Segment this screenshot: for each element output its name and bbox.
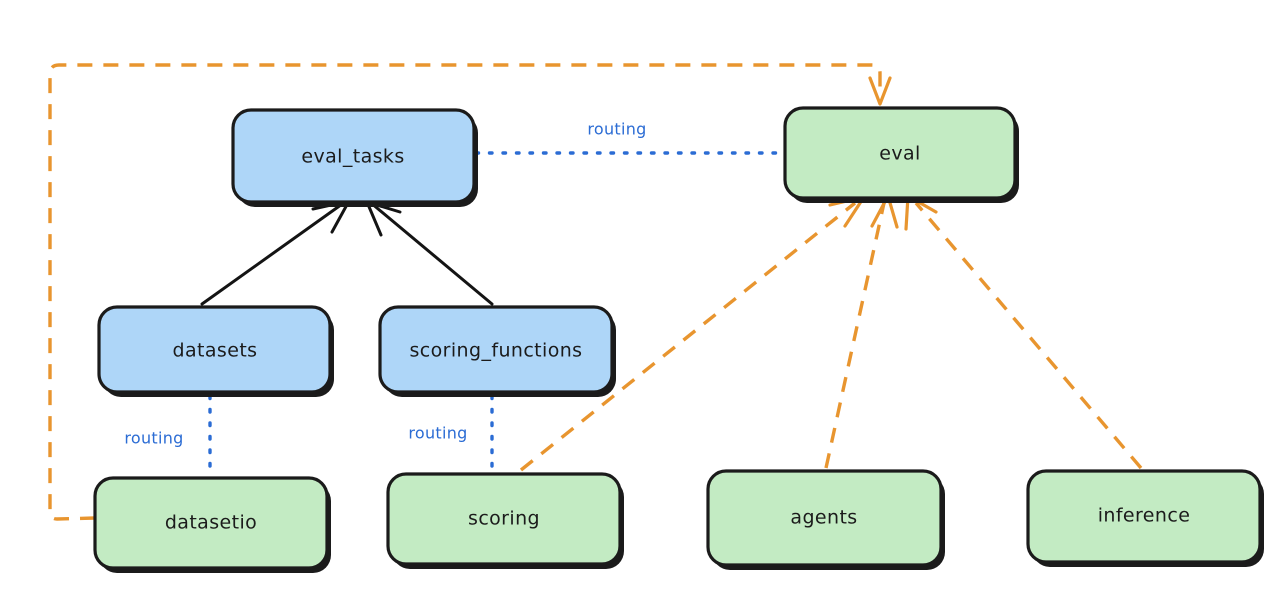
edge-datasetio-to-eval-path	[48, 63, 882, 521]
node-inference-label: inference	[1098, 505, 1191, 527]
node-agents-label: agents	[790, 507, 857, 529]
node-scoring-body	[386, 472, 622, 566]
edge-datasets-to-eval-tasks[interactable]	[200, 199, 351, 306]
node-inference-body	[1026, 469, 1262, 564]
node-eval-label: eval	[879, 143, 920, 165]
node-eval-tasks-label: eval_tasks	[301, 146, 404, 168]
node-scoring-functions-body	[378, 305, 614, 394]
edge-scoring-functions-to-eval-tasks[interactable]	[365, 200, 494, 306]
node-scoring-functions-label: scoring_functions	[410, 340, 583, 362]
node-layer: eval_tasks eval datasets scoring_functio…	[93, 106, 1264, 573]
edge-inference-to-eval[interactable]	[904, 194, 1143, 470]
edge-datasetio-to-eval-arrowhead	[868, 76, 892, 106]
node-datasetio-body	[93, 476, 329, 570]
node-datasets-body	[97, 305, 332, 394]
node-eval-tasks-body	[231, 108, 476, 204]
node-scoring-functions[interactable]: scoring_functions	[378, 305, 616, 397]
edge-label-layer: routing routing routing	[124, 120, 646, 448]
node-eval-body	[783, 106, 1017, 200]
node-datasetio[interactable]: datasetio	[93, 476, 331, 573]
edge-scoring-functions-to-eval-tasks-path	[369, 201, 494, 306]
edge-agents-to-eval-path	[824, 202, 886, 469]
edge-label-routing-datasets: routing	[124, 429, 183, 448]
node-agents-body	[706, 469, 943, 567]
node-datasetio-label: datasetio	[165, 512, 257, 534]
edge-agents-to-eval[interactable]	[824, 194, 899, 469]
node-eval[interactable]: eval	[783, 106, 1019, 203]
node-datasets[interactable]: datasets	[97, 305, 334, 397]
edge-datasets-to-eval-tasks-path	[200, 200, 347, 306]
node-scoring-label: scoring	[468, 508, 540, 530]
node-datasets-label: datasets	[173, 340, 258, 362]
edge-datasetio-to-eval[interactable]	[48, 63, 892, 521]
node-eval-tasks[interactable]: eval_tasks	[231, 108, 478, 207]
edge-label-routing-eval-tasks: routing	[587, 120, 646, 139]
node-agents[interactable]: agents	[706, 469, 945, 570]
node-scoring[interactable]: scoring	[386, 472, 624, 569]
edge-inference-to-eval-path	[914, 201, 1143, 470]
node-inference[interactable]: inference	[1026, 469, 1264, 567]
edge-label-routing-scoring-functions: routing	[408, 424, 467, 443]
edge-scoring-to-eval-path	[519, 201, 857, 472]
